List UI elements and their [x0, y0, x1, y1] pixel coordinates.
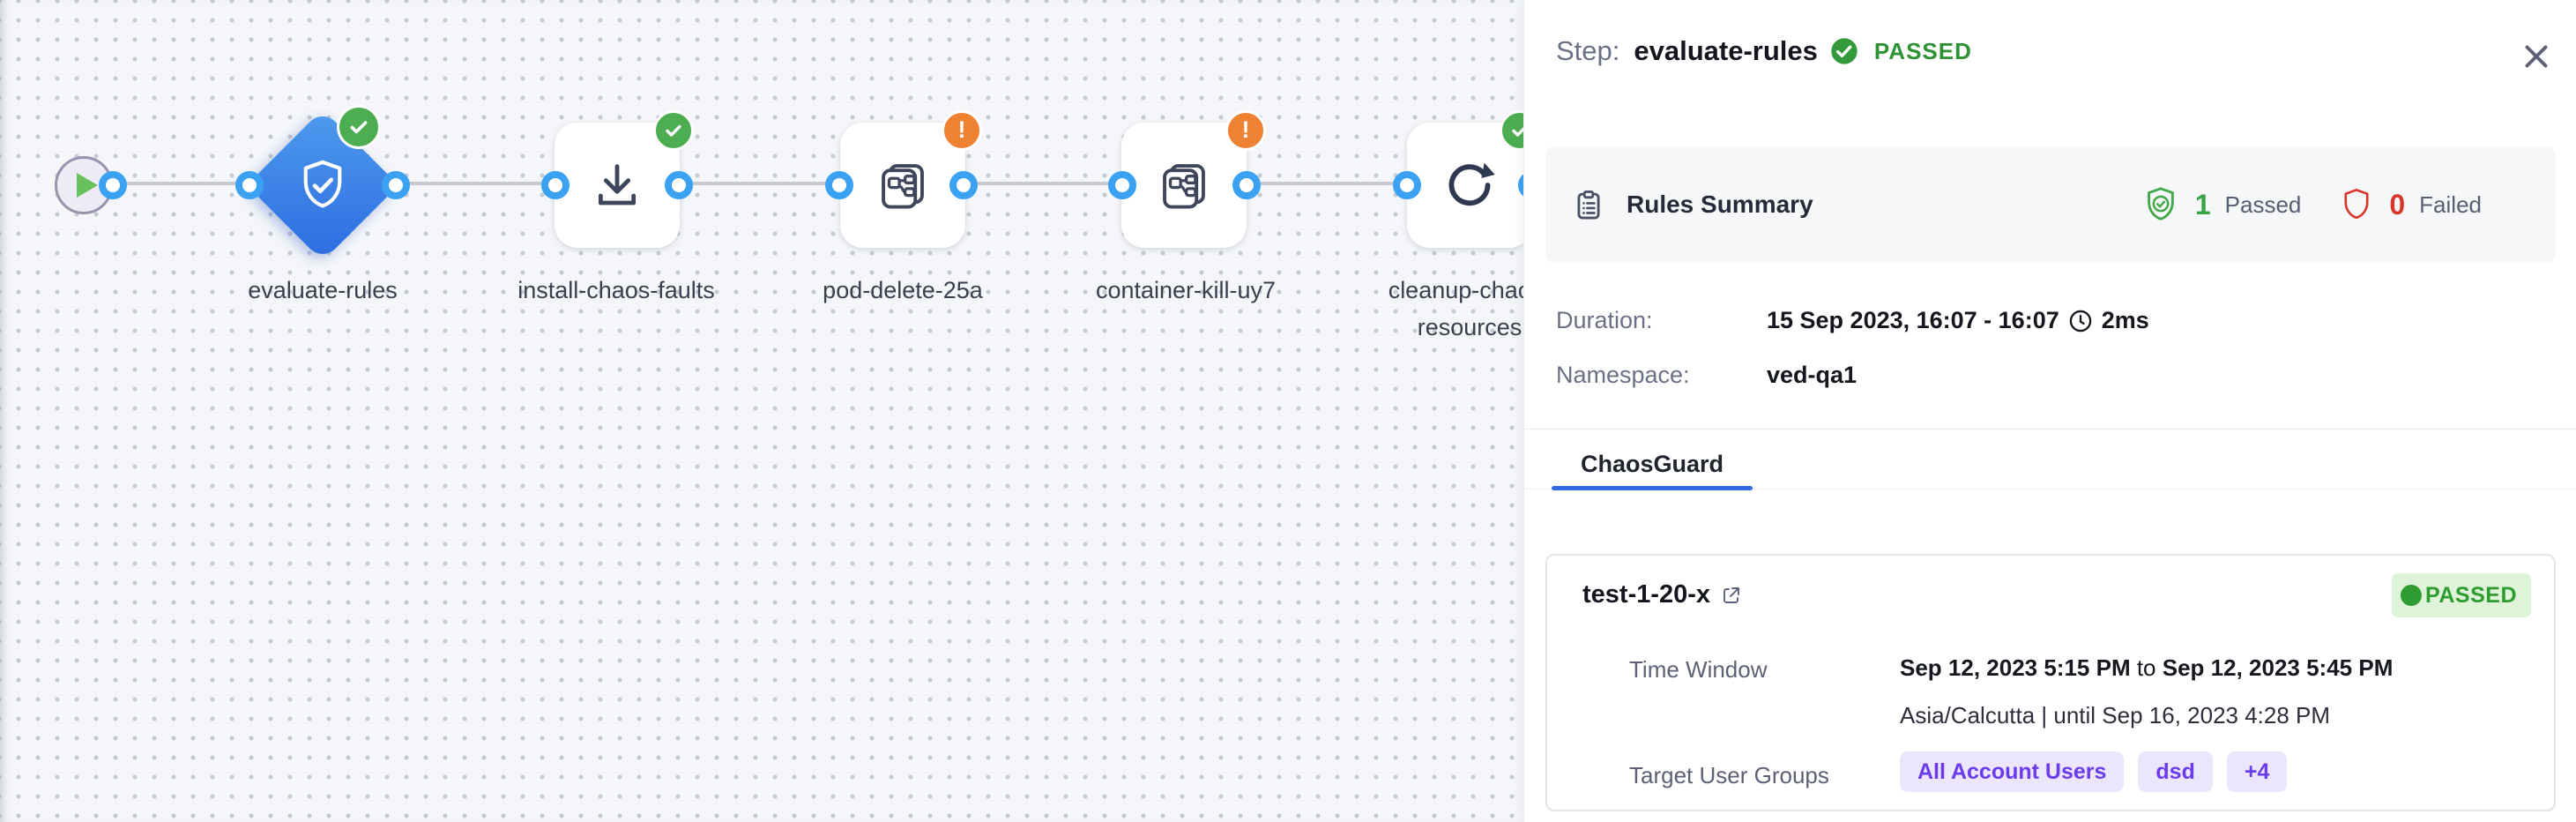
chaos-fault-icon: [1163, 164, 1205, 209]
status-badge-passed-icon: [653, 110, 694, 151]
rules-summary-counts: 1 Passed 0 Failed: [2140, 184, 2482, 225]
divider: [1524, 429, 2576, 430]
port: [949, 171, 978, 199]
node-evaluate-rules[interactable]: [246, 108, 399, 262]
port: [1108, 171, 1136, 199]
clipboard-icon: [1572, 188, 1605, 221]
edge-containerkill-cleanup: [1247, 182, 1407, 185]
port: [99, 171, 127, 199]
clock-icon: [2068, 309, 2093, 333]
shield-check-icon: [2140, 184, 2181, 225]
external-link-icon[interactable]: [1721, 585, 1742, 606]
timezone-line: Asia/Calcutta | until Sep 16, 2023 4:28 …: [1900, 702, 2331, 729]
node-label: pod-delete-25a: [823, 277, 983, 303]
user-group-more-chip[interactable]: +4: [2226, 751, 2288, 792]
node-label: install-chaos-faults: [517, 277, 715, 303]
tab-label: ChaosGuard: [1580, 451, 1724, 477]
failed-count: 0: [2389, 188, 2406, 220]
status-dot: [2401, 585, 2423, 606]
target-user-groups: All Account Users dsd +4: [1900, 751, 2288, 792]
duration-elapsed: 2ms: [2101, 307, 2149, 333]
port: [1393, 171, 1421, 199]
namespace-row: Namespace: ved-qa1: [1556, 362, 1857, 389]
duration-value: 15 Sep 2023, 16:07 - 16:07: [1767, 307, 2059, 333]
edge-start-evaluate: [113, 182, 249, 185]
step-status-badge: PASSED: [1873, 37, 1972, 64]
download-icon: [598, 164, 637, 206]
failed-label: Failed: [2419, 191, 2482, 218]
edge-evaluate-install: [396, 182, 555, 185]
active-tab-underline: [1552, 486, 1753, 490]
namespace-label: Namespace:: [1556, 362, 1690, 388]
step-prefix: Step:: [1556, 35, 1620, 66]
status-badge-warning-icon: !: [1225, 110, 1266, 151]
check-circle-icon: [1830, 37, 1858, 65]
node-label: container-kill-uy7: [1095, 277, 1277, 303]
user-group-chip: dsd: [2138, 751, 2213, 792]
port: [235, 171, 264, 199]
edge-poddelete-containerkill: [964, 182, 1122, 185]
guard-name-link[interactable]: test-1-20-x: [1582, 580, 1711, 609]
node-pod-delete-25a[interactable]: [840, 123, 965, 248]
duration-row: Duration: 15 Sep 2023, 16:07 - 16:07 2ms: [1556, 307, 2149, 334]
step-details-panel: Step: evaluate-rules PASSED Rules Summar…: [1523, 0, 2576, 822]
rules-summary-bar: Rules Summary 1 Passed 0 Fail: [1545, 146, 2556, 263]
port: [1232, 171, 1261, 199]
port: [382, 171, 410, 199]
panel-header: Step: evaluate-rules PASSED: [1556, 35, 1972, 67]
duration-label: Duration:: [1556, 307, 1653, 333]
node-container-kill-uy7[interactable]: [1121, 123, 1247, 248]
rules-summary-title: Rules Summary: [1627, 191, 1813, 218]
tab-chaosguard[interactable]: ChaosGuard: [1552, 445, 1753, 483]
guard-status-badge: PASSED: [2392, 573, 2531, 617]
time-window-value: Sep 12, 2023 5:15 PM to Sep 12, 2023 5:4…: [1900, 654, 2394, 681]
close-button[interactable]: [2519, 39, 2554, 74]
user-group-chip: All Account Users: [1900, 751, 2125, 792]
play-icon: [77, 173, 98, 198]
namespace-value: ved-qa1: [1767, 362, 1858, 388]
time-window-label: Time Window: [1629, 656, 1768, 683]
step-title: evaluate-rules: [1634, 35, 1818, 66]
port: [825, 171, 853, 199]
chaosguard-card: test-1-20-x PASSED Time Window Sep 12, 2…: [1545, 554, 2556, 811]
shield-check-icon: [294, 156, 352, 214]
status-badge-warning-icon: !: [942, 110, 982, 151]
passed-count: 1: [2194, 188, 2211, 220]
chaos-fault-icon: [882, 164, 924, 209]
refresh-icon: [1448, 162, 1495, 206]
shield-fail-icon: [2338, 186, 2375, 223]
port: [541, 171, 570, 199]
node-label: evaluate-rules: [248, 277, 398, 303]
port: [665, 171, 693, 199]
passed-label: Passed: [2224, 191, 2302, 218]
edge-install-poddelete: [679, 182, 839, 185]
target-user-groups-label: Target User Groups: [1629, 762, 1829, 788]
status-badge-passed-icon: [337, 105, 381, 149]
